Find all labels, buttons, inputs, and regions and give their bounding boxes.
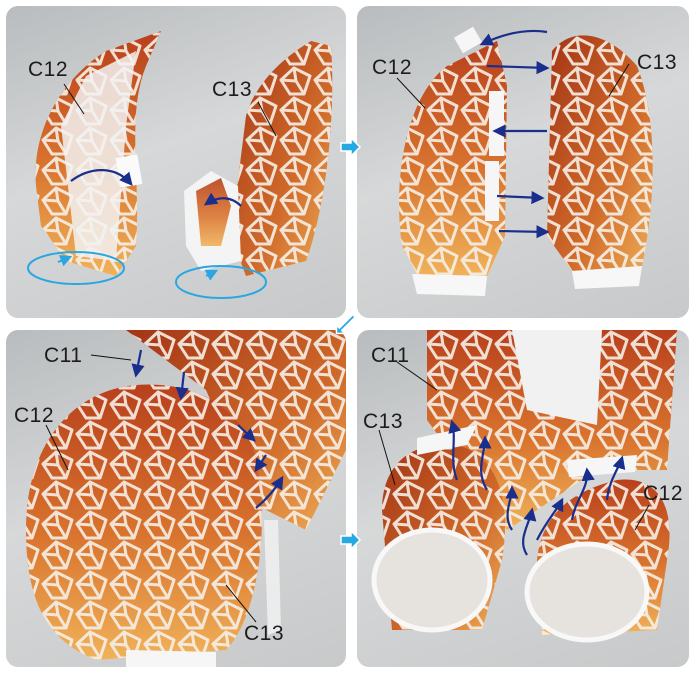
label-c13: C13 (212, 78, 252, 102)
label-c12: C12 (14, 404, 54, 428)
photo-body-underside (6, 330, 346, 667)
label-c12: C12 (28, 58, 68, 82)
next-step-arrow-icon (338, 135, 362, 159)
label-c11: C11 (371, 344, 409, 368)
label-c12: C12 (643, 482, 683, 506)
photo-c12-c13-unassembled (6, 6, 346, 318)
label-c11: C11 (44, 344, 82, 368)
label-c13: C13 (244, 622, 284, 646)
next-step-diagonal-arrow-icon (333, 310, 361, 338)
step-panel-2: C12 C13 (357, 6, 689, 318)
label-c12: C12 (372, 56, 412, 80)
label-c13: C13 (363, 410, 403, 434)
step-panel-4: C11 C13 C12 (357, 330, 689, 667)
next-step-arrow-icon (338, 528, 362, 552)
step-panel-3: C11 C12 C13 (6, 330, 346, 667)
step-panel-1: C12 C13 (6, 6, 346, 318)
label-c13: C13 (637, 51, 677, 75)
photo-legs-attached (357, 330, 689, 667)
